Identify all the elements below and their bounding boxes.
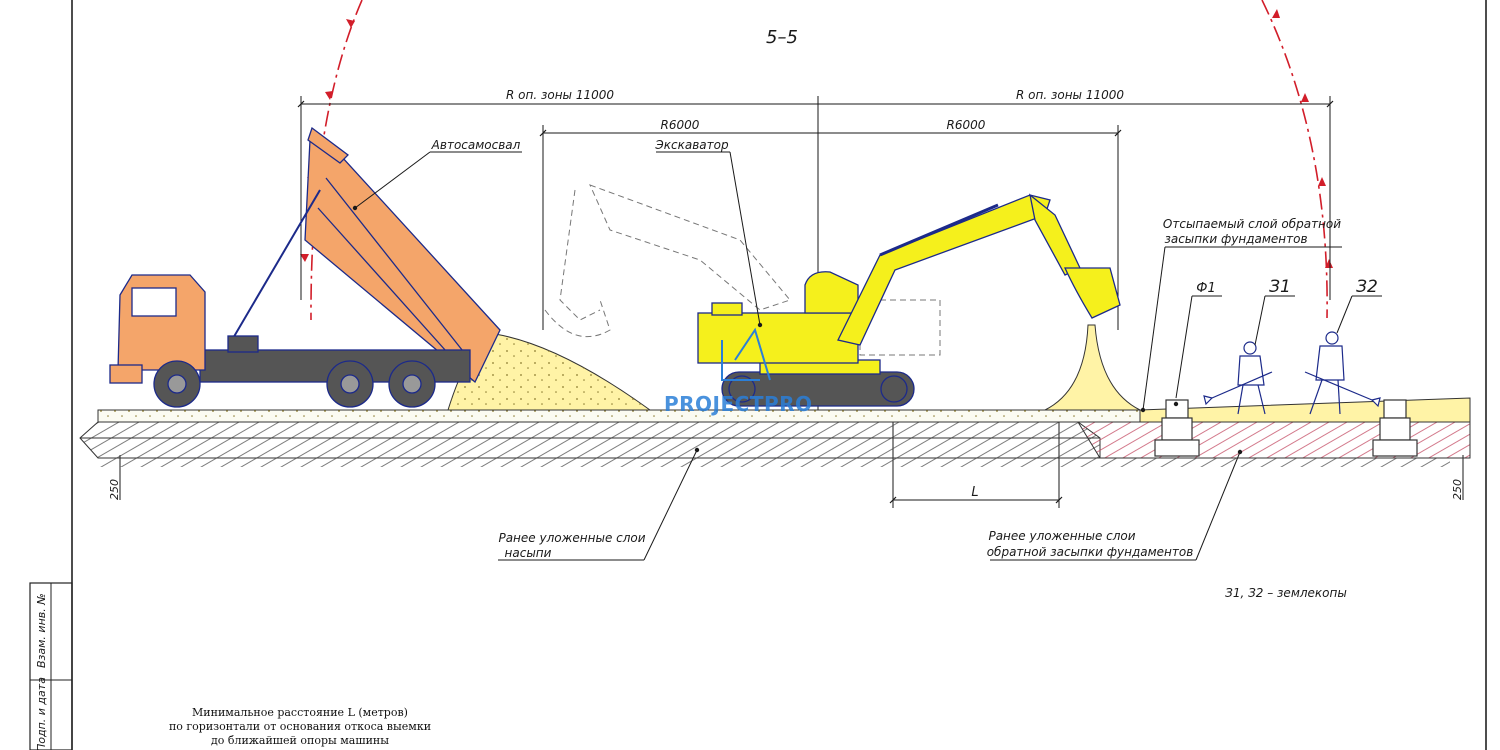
worker-z2 [1304, 331, 1381, 415]
label-backfill-layer-2: засыпки фундаментов [1164, 232, 1307, 246]
dim-reach-left: R6000 [661, 118, 700, 132]
label-worker-z1: З1 [1269, 277, 1291, 297]
stamp-field-sign-date: Подп. и дата [35, 677, 48, 750]
dim-zone-right: R оп. зоны 11000 [1016, 88, 1124, 102]
watermark-logo-icon [721, 327, 771, 381]
caption-line-1: Минимальное расстояние L (метров) [192, 706, 408, 719]
stamp-field-replace-inv: Взам. инв. № [35, 593, 48, 668]
foundations [1154, 399, 1418, 457]
section-title: 5–5 [766, 27, 798, 48]
legend-workers: З1, З2 – землекопы [1225, 586, 1347, 600]
label-dump-truck: Автосамосвал [431, 138, 521, 152]
excavator [697, 193, 1121, 407]
caption-line-2: по горизонтали от основания откоса выемк… [168, 720, 432, 733]
label-prev-backfill-2: обратной засыпки фундаментов [987, 545, 1194, 559]
caption-line-3: до ближайшей опоры машины [210, 734, 390, 747]
danger-arrows [300, 9, 1333, 268]
label-worker-z2: З2 [1356, 277, 1378, 297]
ground-layers [79, 409, 1471, 467]
label-foundation: Ф1 [1196, 281, 1215, 296]
leader-dots [352, 205, 1243, 455]
dim-distance-L: L [971, 485, 978, 500]
label-embankment-2: насыпи [505, 546, 552, 560]
dim-layer-left: 250 [108, 479, 121, 500]
dim-zone-left: R оп. зоны 11000 [506, 88, 614, 102]
watermark-text: PROJECTPRO [664, 392, 813, 416]
dump-truck [109, 126, 501, 408]
dim-reach-right: R6000 [947, 118, 986, 132]
leader-lines [354, 151, 1382, 561]
label-embankment-1: Ранее уложенные слои [498, 531, 645, 545]
dim-layer-right: 250 [1451, 479, 1464, 500]
label-backfill-layer-1: Отсыпаемый слой обратной [1163, 217, 1341, 231]
label-prev-backfill-1: Ранее уложенные слои [988, 529, 1135, 543]
label-excavator: Экскаватор [654, 138, 729, 152]
caption: Минимальное расстояние L (метров) по гор… [150, 706, 450, 748]
worker-z1 [1203, 341, 1273, 415]
title-stamp: Взам. инв. № Подп. и дата [29, 582, 73, 750]
